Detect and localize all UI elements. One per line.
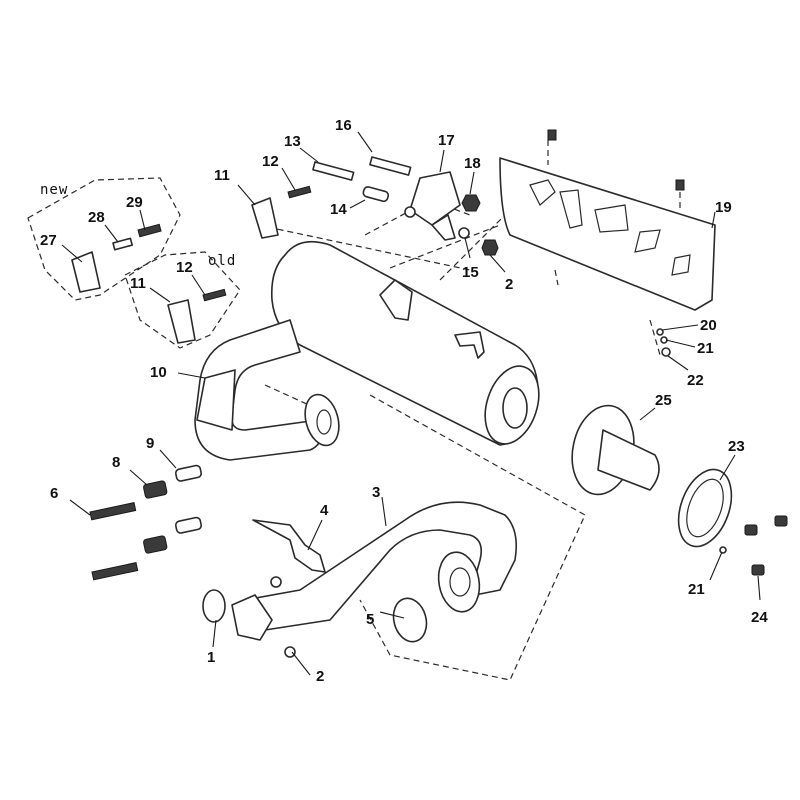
header-pipe <box>202 501 518 658</box>
hanger-brackets <box>71 185 312 344</box>
callout-3: 3 <box>372 484 380 501</box>
muffler <box>194 240 540 461</box>
new-label: new <box>40 182 68 198</box>
flange-bolts <box>89 464 203 581</box>
callout-19: 19 <box>715 199 732 216</box>
callout-23: 23 <box>728 438 745 455</box>
callout-2-upper: 2 <box>505 276 513 293</box>
callout-13: 13 <box>284 133 301 150</box>
new-parts-group: new <box>27 177 181 301</box>
callout-6: 6 <box>50 485 58 502</box>
callout-4: 4 <box>320 502 329 519</box>
callout-29: 29 <box>126 194 143 211</box>
callout-15: 15 <box>462 264 479 281</box>
callout-16: 16 <box>335 117 352 134</box>
callout-22: 22 <box>687 372 704 389</box>
callout-20: 20 <box>700 317 717 334</box>
mount-hardware <box>312 156 499 256</box>
callout-28: 28 <box>88 209 105 226</box>
callout-8: 8 <box>112 454 120 471</box>
callout-11-old: 11 <box>130 275 146 292</box>
leader-lines <box>61 131 761 676</box>
callout-25: 25 <box>655 392 672 409</box>
callout-2-lower: 2 <box>316 668 324 685</box>
old-parts-group: old <box>124 251 241 349</box>
callout-numbers: 1 2 3 4 5 6 8 9 10 11 12 13 16 17 18 14 … <box>40 117 768 685</box>
callout-5: 5 <box>366 611 374 628</box>
callout-12: 12 <box>262 153 279 170</box>
heat-shield <box>499 129 716 311</box>
callout-21-upper: 21 <box>697 340 714 357</box>
callout-10: 10 <box>150 364 167 381</box>
callout-14: 14 <box>330 201 347 218</box>
old-label: old <box>208 253 236 269</box>
callout-27: 27 <box>40 232 57 249</box>
spark-arrestor <box>571 328 788 576</box>
callout-11: 11 <box>214 167 230 184</box>
callout-12-old: 12 <box>176 259 193 276</box>
callout-24: 24 <box>751 609 768 626</box>
callout-17: 17 <box>438 132 455 149</box>
callout-18: 18 <box>464 155 481 172</box>
callout-9: 9 <box>146 435 154 452</box>
callout-21-lower: 21 <box>688 581 705 598</box>
callout-1: 1 <box>207 649 215 666</box>
